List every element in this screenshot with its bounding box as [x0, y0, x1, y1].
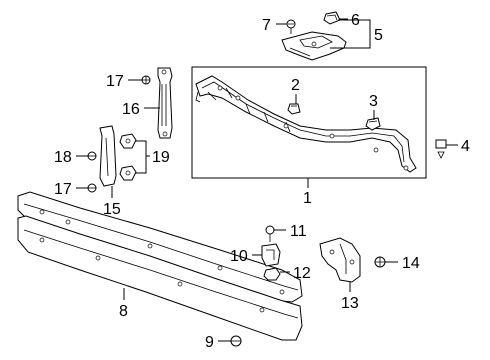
part-14-screw	[374, 256, 386, 268]
callout-labels: 1 2 3 4 5 6 7 8 9 10 11 12 13 14 15 16 1…	[54, 12, 470, 351]
callout-18: 18	[54, 149, 72, 166]
part-2-clip	[287, 103, 301, 115]
part-13-bracket	[319, 237, 361, 283]
part-16-bracket	[157, 67, 173, 139]
callout-8: 8	[119, 303, 128, 320]
callout-12: 12	[293, 265, 311, 282]
callout-1: 1	[303, 190, 312, 207]
callout-3: 3	[369, 93, 378, 110]
callout-6: 6	[351, 12, 360, 29]
part-1-box	[191, 66, 427, 179]
part-19-nut-a	[119, 133, 137, 149]
part-11-screw	[265, 225, 275, 242]
part-8-impact-bar	[17, 191, 303, 341]
callout-5: 5	[374, 27, 383, 44]
part-7-screw	[286, 19, 296, 34]
callout-4: 4	[461, 138, 470, 155]
callout-2: 2	[291, 77, 300, 94]
part-15-bracket	[99, 125, 117, 187]
callout-13: 13	[341, 295, 359, 312]
part-6-nut	[323, 11, 341, 25]
part-10-bracket	[261, 243, 281, 267]
callout-10: 10	[230, 248, 248, 265]
callout-11: 11	[290, 223, 307, 240]
callout-7: 7	[262, 17, 271, 34]
part-9-screw	[230, 335, 242, 347]
callout-16: 16	[122, 101, 140, 118]
part-1-reinforcement	[195, 75, 417, 173]
callout-19: 19	[152, 149, 170, 166]
part-18-screw	[87, 151, 97, 161]
part-3-clip	[365, 117, 381, 131]
part-19-nut-b	[119, 165, 137, 181]
leader-lines	[76, 18, 458, 342]
callout-9: 9	[205, 334, 214, 351]
part-17-screw-upper	[141, 75, 151, 85]
callout-14: 14	[402, 255, 420, 272]
part-17-screw-lower	[87, 183, 97, 193]
part-12-nut	[263, 267, 281, 281]
callout-17-lower: 17	[54, 181, 72, 198]
callout-15: 15	[103, 201, 121, 218]
callout-17-upper: 17	[106, 73, 124, 90]
part-4-screw	[435, 139, 447, 159]
part-5-bracket	[281, 31, 347, 61]
